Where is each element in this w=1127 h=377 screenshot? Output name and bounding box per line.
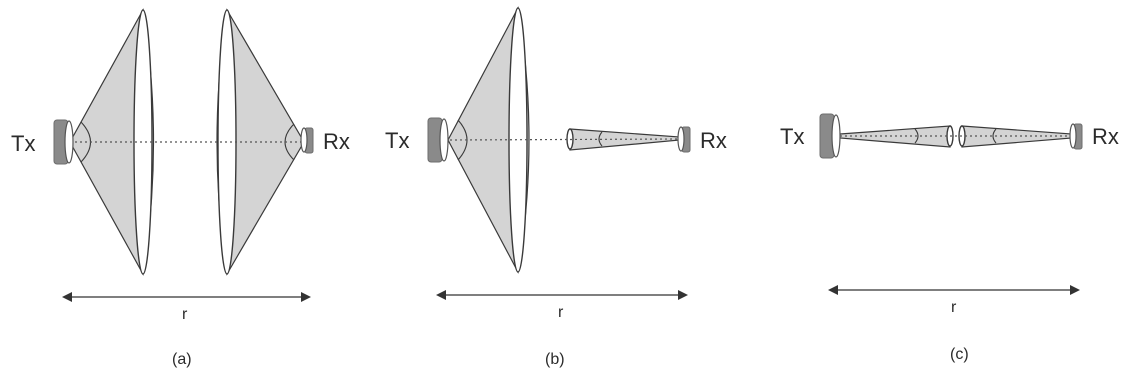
rx-beam-angle-arc bbox=[992, 128, 997, 144]
rx-device bbox=[677, 126, 691, 153]
panel-c: Tx Rx r (c) bbox=[780, 113, 1119, 363]
tx-label: Tx bbox=[780, 124, 804, 149]
tx-device bbox=[53, 119, 74, 165]
rx-device bbox=[1069, 123, 1083, 150]
panel-caption: (b) bbox=[545, 351, 565, 368]
rx-beam-angle-arc bbox=[598, 131, 603, 147]
panel-a: Tx Rx r (a) bbox=[11, 8, 350, 368]
distance-label: r bbox=[951, 299, 957, 316]
tx-label: Tx bbox=[385, 128, 409, 153]
tx-device bbox=[819, 113, 841, 159]
panel-b: Tx Rx r (b) bbox=[385, 6, 727, 368]
distance-label: r bbox=[182, 306, 188, 323]
rx-label: Rx bbox=[323, 129, 350, 154]
tx-device bbox=[427, 117, 449, 163]
tx-label: Tx bbox=[11, 131, 35, 156]
panel-caption: (c) bbox=[950, 346, 969, 363]
rx-device bbox=[300, 127, 314, 154]
rx-label: Rx bbox=[700, 128, 727, 153]
panel-caption: (a) bbox=[172, 351, 192, 368]
distance-label: r bbox=[558, 304, 564, 321]
rx-label: Rx bbox=[1092, 124, 1119, 149]
tx-beam-angle-arc bbox=[914, 128, 919, 144]
link-axis bbox=[449, 138, 681, 141]
